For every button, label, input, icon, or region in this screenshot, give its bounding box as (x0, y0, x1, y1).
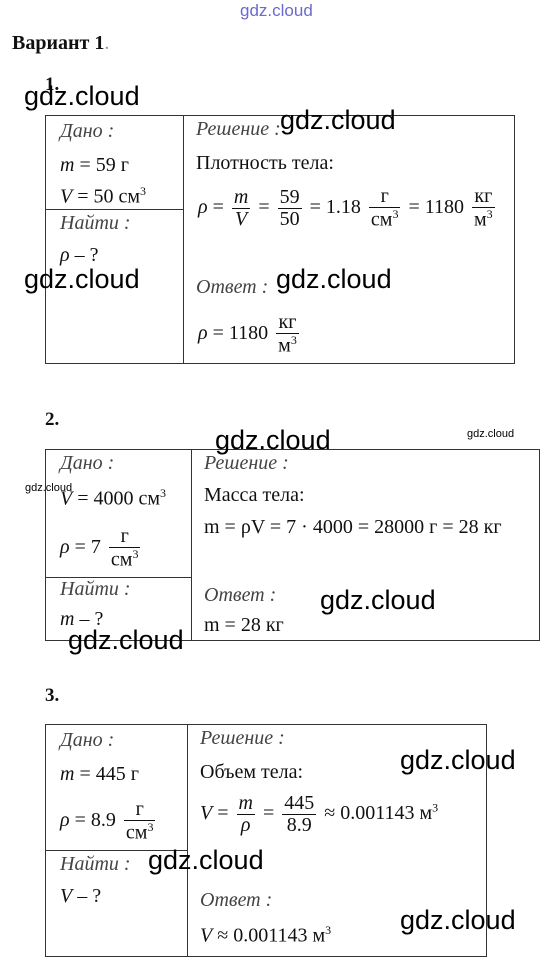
variant-title: Вариант 1. (12, 32, 110, 54)
find-label: Найти : (60, 578, 131, 600)
watermark: gdz.cloud (68, 625, 184, 655)
task-1-number: 1. (45, 74, 60, 95)
given-label: Дано : (60, 729, 115, 751)
solution-label: Решение : (204, 452, 289, 474)
watermark: gdz.cloud (25, 482, 73, 494)
task-2-solution-cell: Решение : Масса тела: m = ρV = 7 · 4000 … (192, 450, 539, 638)
answer-label: Ответ : (200, 889, 273, 911)
task-1-table: Дано : m = 59 г V = 50 см3 Решение : Пло… (45, 115, 515, 364)
find-value: m – ? (60, 608, 104, 630)
task-1-find-cell: Найти : ρ – ? (46, 210, 183, 363)
solution-label: Решение : (196, 118, 281, 140)
watermark: gdz.cloud (280, 105, 396, 135)
solution-heading: Масса тела: (204, 484, 305, 506)
given-label: Дано : (60, 120, 115, 142)
watermark: gdz.cloud (276, 264, 392, 294)
watermark: gdz.cloud (215, 425, 331, 455)
task-2-find-cell: Найти : m – ? (46, 578, 191, 640)
find-label: Найти : (60, 212, 131, 234)
solution-label: Решение : (200, 727, 285, 749)
watermark-top: gdz.cloud (240, 1, 313, 20)
given-mass: m = 59 г (60, 154, 129, 176)
given-volume: V = 4000 см3 (60, 486, 167, 510)
solution-heading: Объем тела: (200, 761, 304, 783)
task-1-given-cell: Дано : m = 59 г V = 50 см3 (46, 116, 183, 209)
given-mass: m = 445 г (60, 763, 139, 785)
find-label: Найти : (60, 853, 131, 875)
watermark: gdz.cloud (320, 585, 436, 615)
answer-label: Ответ : (204, 584, 277, 606)
watermark: gdz.cloud (400, 905, 516, 935)
find-value: ρ – ? (60, 244, 99, 266)
watermark: gdz.cloud (24, 81, 140, 111)
given-volume: V = 50 см3 (60, 184, 147, 208)
watermark: gdz.cloud (148, 845, 264, 875)
answer-value: m = 28 кг (204, 614, 284, 636)
task-3-find-cell: Найти : V – ? (46, 851, 187, 956)
task-2-number: 2. (45, 409, 60, 430)
solution-heading: Плотность тела: (196, 152, 334, 174)
find-value: V – ? (60, 885, 102, 907)
given-label: Дано : (60, 452, 115, 474)
watermark: gdz.cloud (400, 745, 516, 775)
watermark: gdz.cloud (24, 264, 140, 294)
task-3-number: 3. (45, 685, 60, 706)
answer-label: Ответ : (196, 276, 269, 298)
watermark: gdz.cloud (467, 428, 515, 440)
mass-formula: m = ρV = 7 · 4000 = 28000 г = 28 кг (204, 516, 502, 538)
answer-value: V ≈ 0.001143 м3 (200, 923, 332, 947)
